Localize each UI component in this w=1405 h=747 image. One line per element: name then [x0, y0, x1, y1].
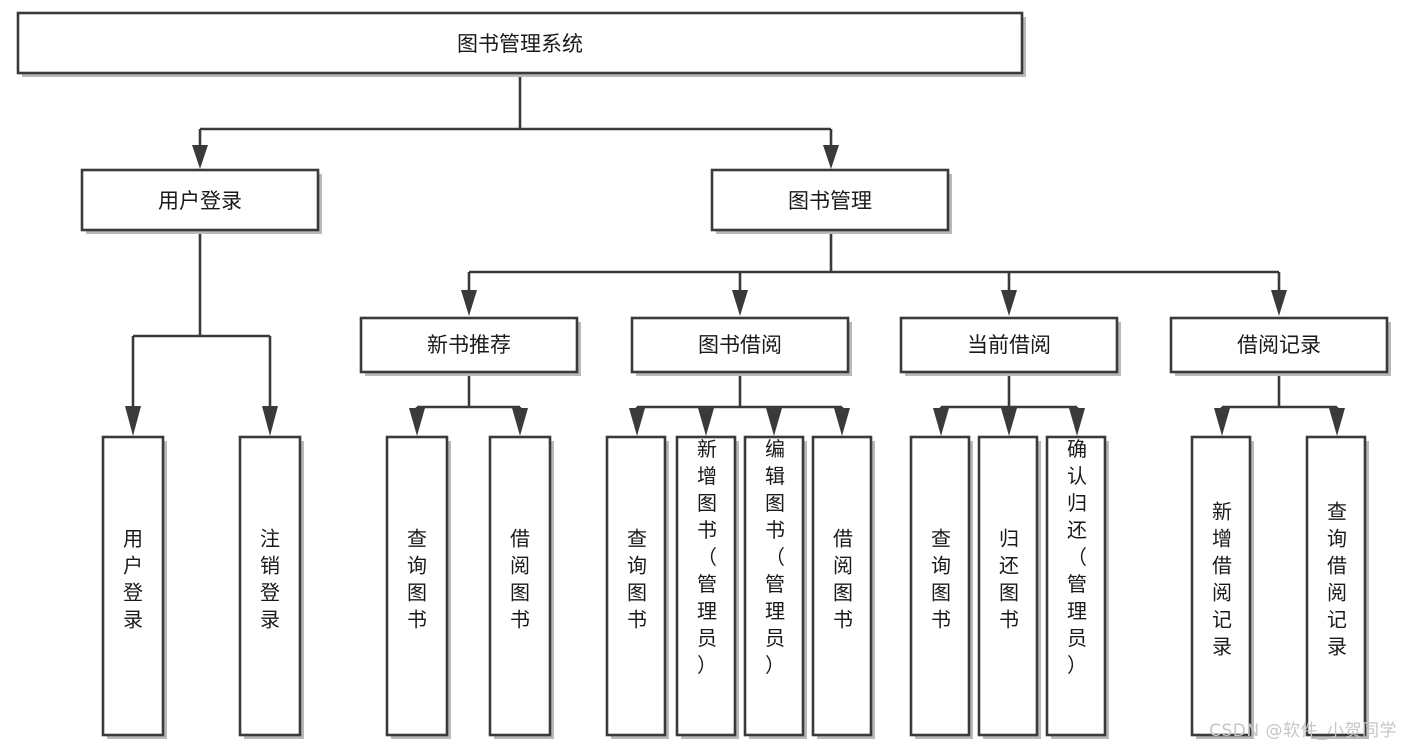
arrowhead-leaf-logout: [262, 406, 278, 436]
arrowhead-book-manage: [823, 145, 839, 169]
arrowhead-current-borrow: [1001, 290, 1017, 316]
leaf-add-record-box: [1190, 435, 1252, 737]
leaf-logout-box: [238, 435, 302, 737]
leaf-edit-book-label: 编辑图书（管理员）: [765, 437, 785, 677]
arrowhead-leaf-query-book-1: [409, 408, 425, 436]
connector-group-borrow-record: [1214, 374, 1345, 436]
leaf-node-user-login[interactable]: 用户登录: [101, 435, 167, 739]
connector-group-user-login: [125, 233, 278, 436]
connector-group-new-book-recommend: [409, 374, 528, 436]
book-manage-label: 图书管理: [788, 189, 872, 213]
leaf-node-return-book[interactable]: 归还图书: [977, 435, 1041, 739]
user-login-box: [80, 168, 320, 232]
arrowhead-leaf-add-book: [698, 408, 714, 436]
leaf-node-borrow-book-2[interactable]: 借阅图书: [811, 435, 875, 739]
leaf-node-query-book-1[interactable]: 查询图书: [385, 435, 451, 739]
arrowhead-leaf-query-book-2: [629, 408, 645, 436]
arrowhead-leaf-return-book: [1001, 408, 1017, 436]
leaf-query-book-3-box: [909, 435, 971, 737]
leaf-query-book-1-label: 查询图书: [407, 527, 427, 632]
arrowhead-leaf-query-book-3: [933, 408, 949, 436]
leaf-query-book-2-label: 查询图书: [627, 527, 647, 632]
user-login-label: 用户登录: [158, 189, 242, 213]
leaf-node-query-book-3[interactable]: 查询图书: [909, 435, 973, 739]
leaf-edit-book-box: [743, 435, 805, 737]
connector-group-book-manage: [461, 233, 1287, 316]
arrowhead-leaf-borrow-book-2: [834, 408, 850, 436]
leaf-add-book-label: 新增图书（管理员）: [697, 437, 717, 677]
leaf-query-record-label: 查询借阅记录: [1327, 500, 1347, 659]
leaf-borrow-book-2-box: [811, 435, 873, 737]
leaf-node-confirm-return[interactable]: 确认归还（管理员）: [1045, 435, 1109, 739]
leaf-node-query-book-2[interactable]: 查询图书: [605, 435, 669, 739]
leaf-user-login-label: 用户登录: [123, 527, 143, 632]
root-label: 图书管理系统: [457, 32, 583, 56]
current-borrow-box: [899, 316, 1119, 374]
leaf-confirm-return-box: [1045, 435, 1107, 737]
leaf-borrow-book-2-label: 借阅图书: [833, 527, 853, 632]
node-new-book-recommend[interactable]: 新书推荐: [359, 316, 581, 376]
leaf-query-book-1-box: [385, 435, 449, 737]
current-borrow-label: 当前借阅: [967, 333, 1051, 357]
arrowhead-new-book-recommend: [461, 290, 477, 316]
book-manage-box: [710, 168, 950, 232]
leaf-query-book-2-box: [605, 435, 667, 737]
arrowhead-leaf-edit-book: [766, 408, 782, 436]
borrow-record-box: [1169, 316, 1389, 374]
leaf-node-add-record[interactable]: 新增借阅记录: [1190, 435, 1254, 739]
leaf-node-logout[interactable]: 注销登录: [238, 435, 304, 739]
arrowhead-book-borrow: [732, 290, 748, 316]
node-book-borrow[interactable]: 图书借阅: [630, 316, 852, 376]
arrowhead-leaf-add-record: [1214, 408, 1230, 436]
arrowhead-leaf-confirm-return: [1069, 408, 1085, 436]
leaf-return-book-box: [977, 435, 1039, 737]
leaf-user-login-box: [101, 435, 165, 737]
new-book-label: 新书推荐: [427, 333, 511, 357]
node-user-login[interactable]: 用户登录: [80, 168, 322, 234]
node-current-borrow[interactable]: 当前借阅: [899, 316, 1121, 376]
node-borrow-record[interactable]: 借阅记录: [1169, 316, 1391, 376]
connector-group-root: [192, 76, 839, 169]
leaf-add-record-label: 新增借阅记录: [1212, 500, 1232, 659]
arrowhead-leaf-query-record: [1329, 408, 1345, 436]
borrow-record-label: 借阅记录: [1237, 333, 1321, 357]
leaf-borrow-book-1-box: [488, 435, 552, 737]
leaf-borrow-book-1-label: 借阅图书: [510, 527, 530, 632]
leaf-logout-label: 注销登录: [260, 527, 280, 632]
leaf-node-query-record[interactable]: 查询借阅记录: [1305, 435, 1369, 739]
leaf-query-book-3-label: 查询图书: [931, 527, 951, 632]
arrowhead-borrow-record: [1271, 290, 1287, 316]
leaf-node-edit-book[interactable]: 编辑图书（管理员）: [743, 435, 807, 739]
arrowhead-leaf-user-login: [125, 406, 141, 436]
root-box: [16, 11, 1024, 75]
book-borrow-label: 图书借阅: [698, 333, 782, 357]
leaf-add-book-box: [675, 435, 737, 737]
connector-group-current-borrow: [933, 374, 1085, 436]
arrowhead-user-login: [192, 145, 208, 169]
leaf-confirm-return-label: 确认归还（管理员）: [1067, 437, 1087, 677]
arrowhead-leaf-borrow-book-1: [512, 408, 528, 436]
connector-group-book-borrow: [629, 374, 850, 436]
leaf-node-borrow-book-1[interactable]: 借阅图书: [488, 435, 554, 739]
node-root-system[interactable]: 图书管理系统: [16, 11, 1026, 77]
book-borrow-box: [630, 316, 850, 374]
leaf-return-book-label: 归还图书: [999, 527, 1019, 632]
node-book-manage[interactable]: 图书管理: [710, 168, 952, 234]
leaf-query-record-box: [1305, 435, 1367, 737]
leaf-node-add-book[interactable]: 新增图书（管理员）: [675, 435, 739, 739]
new-book-box: [359, 316, 579, 374]
